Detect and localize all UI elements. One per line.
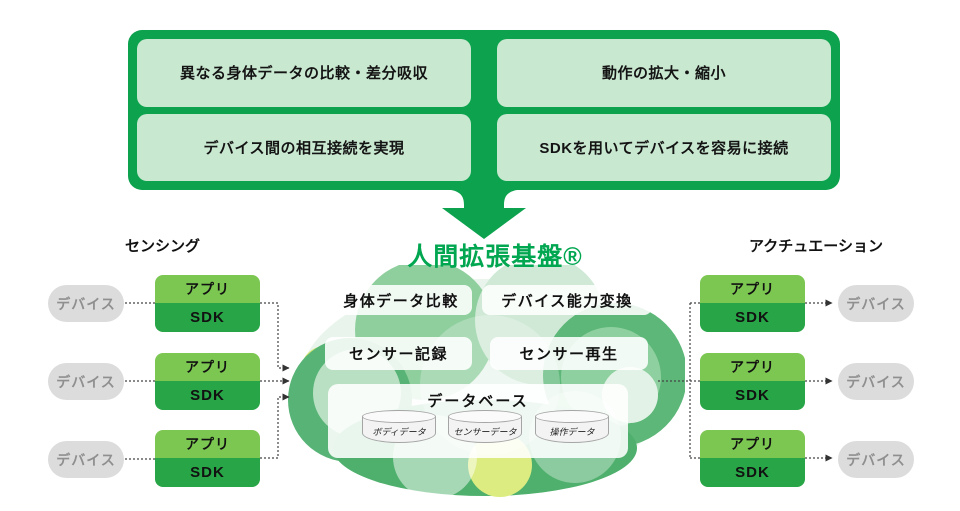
app-label: アプリ [155, 275, 260, 303]
sensing-device-pill-1: デバイス [48, 285, 124, 322]
app-label: アプリ [700, 275, 805, 303]
sdk-label: SDK [155, 458, 260, 487]
sdk-label: SDK [700, 458, 805, 487]
database-store-label: センサーデータ [453, 426, 517, 437]
sdk-label: SDK [700, 303, 805, 332]
app-label: アプリ [155, 353, 260, 381]
sdk-label: SDK [155, 303, 260, 332]
actuation-device-pill-2: デバイス [838, 363, 914, 400]
feature-panel: 異なる身体データの比較・差分吸収 動作の拡大・縮小 デバイス間の相互接続を実現 … [128, 30, 840, 190]
function-sensor-replay: センサー再生 [490, 337, 648, 370]
function-sensor-record: センサー記録 [325, 337, 472, 370]
actuation-device-pill-1: デバイス [838, 285, 914, 322]
feature-device-interconnect: デバイス間の相互接続を実現 [137, 113, 471, 181]
sensing-device-pill-3: デバイス [48, 441, 124, 478]
actuation-app-sdk-stack-2: アプリ SDK [700, 353, 805, 410]
sensing-app-sdk-stack-1: アプリ SDK [155, 275, 260, 332]
actuation-app-sdk-stack-1: アプリ SDK [700, 275, 805, 332]
sdk-label: SDK [155, 381, 260, 410]
database-store-label: ボディデータ [372, 426, 426, 437]
feature-compare-body-data: 異なる身体データの比較・差分吸収 [137, 39, 471, 107]
app-label: アプリ [155, 430, 260, 458]
sensing-app-sdk-stack-3: アプリ SDK [155, 430, 260, 487]
sdk-label: SDK [700, 381, 805, 410]
database-store-label: 操作データ [549, 426, 595, 437]
feature-sdk-easy-connect: SDKを用いてデバイスを容易に接続 [497, 113, 831, 181]
sensing-app-sdk-stack-2: アプリ SDK [155, 353, 260, 410]
platform-title: 人間拡張基盤® [407, 243, 583, 271]
actuation-app-sdk-stack-3: アプリ SDK [700, 430, 805, 487]
database-cylinder-body-data: ボディデータ [362, 410, 436, 443]
function-body-data-compare: 身体データ比較 [330, 285, 472, 315]
database-label: データベース [427, 393, 529, 410]
app-label: アプリ [700, 353, 805, 381]
app-label: アプリ [700, 430, 805, 458]
database-cylinder-sensor-data: センサーデータ [448, 410, 522, 443]
database-panel: データベース ボディデータ センサーデータ 操作データ [328, 384, 628, 458]
feature-motion-scaling: 動作の拡大・縮小 [497, 39, 831, 107]
function-device-capability-convert: デバイス能力変換 [482, 285, 652, 315]
actuation-section-label: アクチュエーション [749, 238, 883, 255]
actuation-device-pill-3: デバイス [838, 441, 914, 478]
funnel-arrow-icon [404, 183, 564, 239]
database-cylinder-operation-data: 操作データ [535, 410, 609, 443]
sensing-section-label: センシング [124, 238, 200, 255]
sensing-device-pill-2: デバイス [48, 363, 124, 400]
